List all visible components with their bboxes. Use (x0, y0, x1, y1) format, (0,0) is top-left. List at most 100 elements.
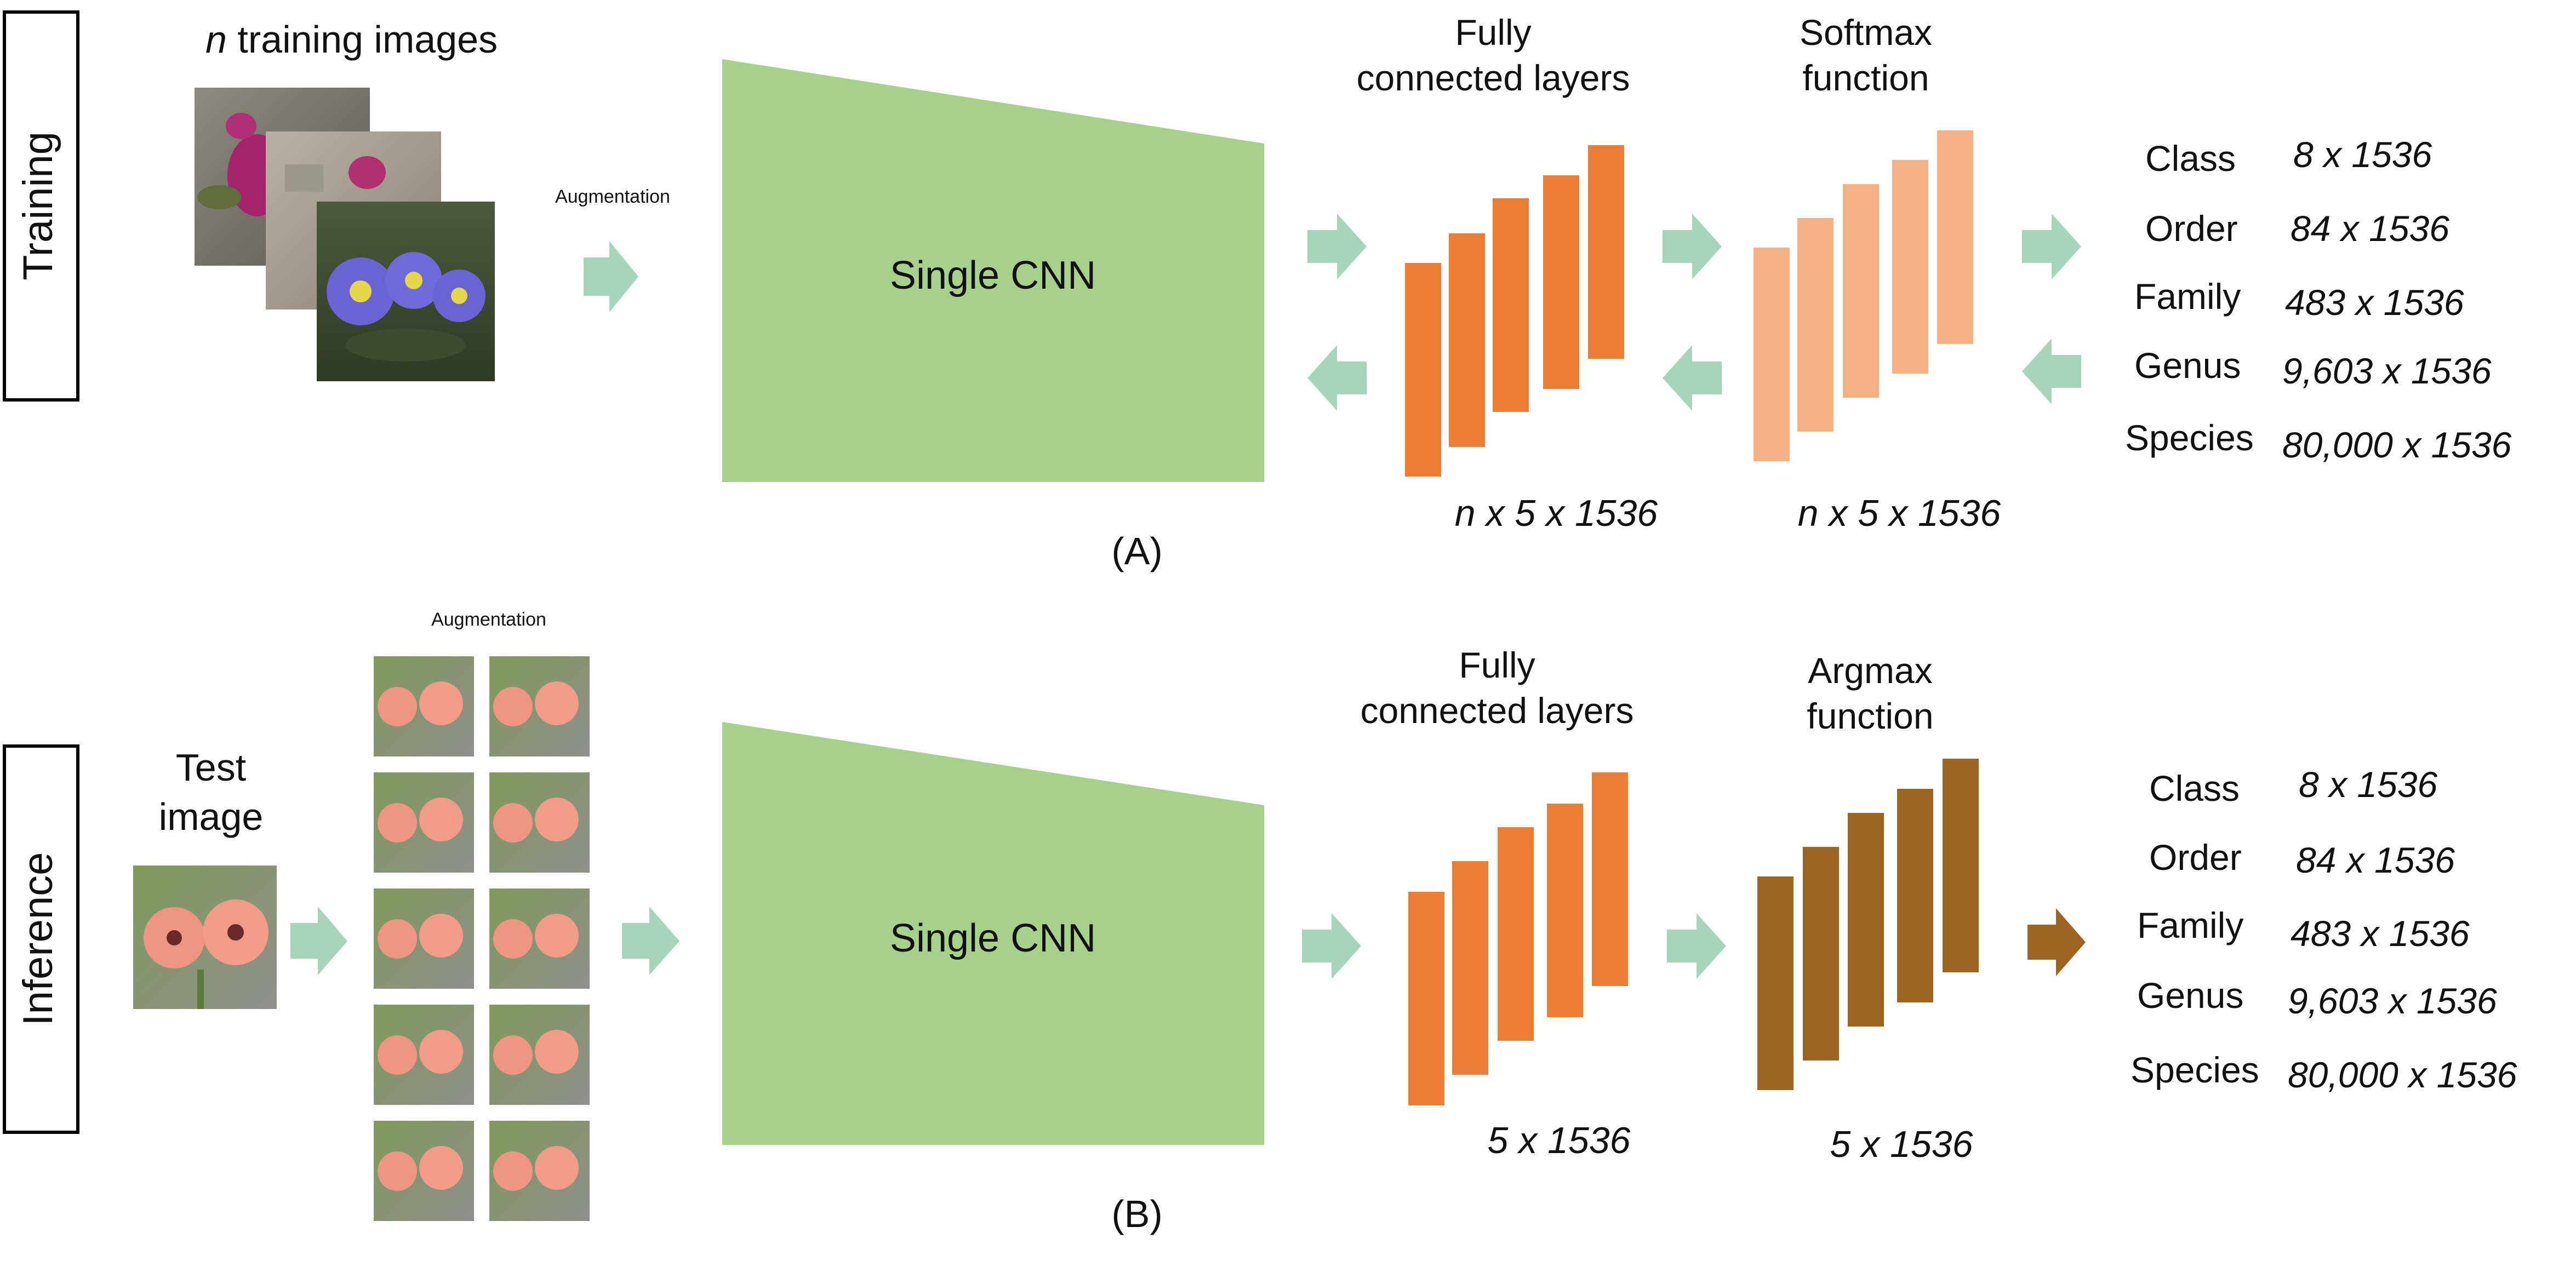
argmax-bar-4 (1897, 789, 1933, 1002)
training-cnn-block (722, 59, 1264, 482)
augmented-image (374, 772, 474, 873)
training-arrow-forward-3 (2022, 214, 2081, 279)
training-softmax-title-line2: function (1802, 58, 1929, 98)
training-output-class-label: Class (2145, 138, 2236, 179)
training-arrow-forward-1 (1307, 214, 1367, 279)
augmented-image (489, 656, 590, 756)
augmented-image (374, 889, 474, 989)
inference-fc-bar-3 (1498, 827, 1534, 1041)
training-fc-bar-2 (1449, 233, 1485, 447)
inference-output-family-label: Family (2137, 905, 2243, 945)
training-arrow-back-3 (2022, 339, 2081, 404)
training-softmax-bar-2 (1797, 218, 1834, 432)
training-output-genus-label: Genus (2134, 345, 2241, 386)
inference-fc-bar-5 (1592, 772, 1628, 986)
training-output-species-dims: 80,000 x 1536 (2282, 425, 2512, 465)
inference-output-species-dims: 80,000 x 1536 (2288, 1054, 2517, 1095)
argmax-bar-3 (1848, 813, 1884, 1027)
inference-output-order-dims: 84 x 1536 (2296, 840, 2455, 880)
inference-augmentation-label: Augmentation (431, 609, 546, 630)
inference-output-genus-dims: 9,603 x 1536 (2288, 981, 2497, 1021)
training-side-label: Training (15, 131, 61, 280)
training-side-box (3, 10, 79, 402)
inference-arrow-to-outputs (2027, 908, 2086, 976)
augmented-image (374, 656, 474, 756)
training-photo-3 (317, 202, 495, 381)
augmented-image-grid (374, 656, 590, 1221)
training-image-stack (195, 88, 495, 381)
training-output-class-dims: 8 x 1536 (2293, 134, 2432, 175)
argmax-bar-5 (1943, 759, 1979, 972)
training-output-genus-dims: 9,603 x 1536 (2282, 351, 2492, 391)
inference-arrow-to-augmentation (290, 907, 347, 975)
inference-panel-label: (B) (1111, 1193, 1162, 1235)
training-output-family-label: Family (2134, 276, 2241, 317)
augmented-image (489, 889, 590, 989)
training-softmax-bar-4 (1892, 160, 1928, 374)
inference-cnn-block (722, 722, 1264, 1145)
training-panel-label: (A) (1111, 530, 1162, 572)
argmax-bar-2 (1803, 847, 1839, 1061)
inference-fc-bar-4 (1547, 804, 1583, 1017)
training-augmentation-label: Augmentation (555, 186, 670, 207)
inference-arrow-to-cnn (622, 907, 679, 975)
argmax-dims: 5 x 1536 (1830, 1124, 1973, 1165)
training-arrow-to-cnn (584, 241, 638, 312)
inference-output-family-dims: 483 x 1536 (2291, 913, 2470, 954)
training-output-family-dims: 483 x 1536 (2285, 282, 2464, 323)
argmax-title-line1: Argmax (1808, 650, 1932, 691)
argmax-bar-1 (1757, 876, 1794, 1090)
inference-fc-bar-2 (1452, 861, 1488, 1075)
training-fc-dims: n x 5 x 1536 (1455, 492, 1658, 534)
training-softmax-bar-1 (1753, 248, 1790, 461)
inference-arrow-to-argmax (1667, 913, 1726, 979)
training-softmax-title-line1: Softmax (1800, 12, 1932, 53)
training-fc-layers (1405, 145, 1624, 477)
inference-arrow-to-fc (1302, 913, 1361, 979)
augmented-image (489, 772, 590, 873)
training-arrow-forward-2 (1663, 214, 1722, 279)
training-softmax-dims: n x 5 x 1536 (1798, 492, 2001, 534)
inference-side-box (3, 744, 79, 1134)
augmented-image (374, 1121, 474, 1221)
argmax-layers (1757, 759, 1979, 1090)
inference-output-list: Class 8 x 1536 Order 84 x 1536 Family 48… (2131, 764, 2517, 1095)
training-fc-title-line1: Fully (1455, 12, 1531, 53)
inference-panel: Inference Test image Augmentation (3, 609, 2517, 1235)
training-fc-title-line2: connected layers (1357, 58, 1630, 98)
test-image-label-line2: image (159, 795, 264, 838)
training-fc-bar-1 (1405, 263, 1441, 477)
training-fc-bar-4 (1543, 175, 1579, 389)
training-softmax-bar-3 (1843, 184, 1879, 398)
test-image (133, 865, 277, 1009)
inference-fc-dims: 5 x 1536 (1488, 1120, 1631, 1161)
augmented-image (489, 1121, 590, 1221)
argmax-title-line2: function (1807, 696, 1933, 736)
inference-output-species-label: Species (2131, 1050, 2259, 1090)
training-images-title: n training images (205, 18, 498, 61)
training-softmax-layers (1753, 130, 1973, 461)
training-arrow-back-2 (1663, 345, 1722, 411)
inference-fc-title-line1: Fully (1459, 645, 1535, 685)
inference-output-order-label: Order (2149, 837, 2242, 878)
training-output-order-label: Order (2145, 208, 2238, 249)
augmented-image (489, 1005, 590, 1105)
augmented-image (374, 1005, 474, 1105)
inference-fc-bar-1 (1408, 892, 1444, 1105)
inference-output-class-label: Class (2149, 768, 2240, 809)
inference-output-genus-label: Genus (2137, 975, 2243, 1016)
training-fc-bar-3 (1493, 198, 1529, 412)
training-fc-bar-5 (1588, 145, 1624, 359)
inference-fc-title-line2: connected layers (1361, 690, 1634, 731)
training-output-species-label: Species (2125, 417, 2254, 458)
training-output-list: Class 8 x 1536 Order 84 x 1536 Family 48… (2125, 134, 2512, 465)
inference-fc-layers (1408, 772, 1628, 1105)
training-softmax-bar-5 (1937, 130, 1973, 344)
test-image-label-line1: Test (176, 746, 246, 789)
training-cnn-label: Single CNN (890, 254, 1096, 297)
training-output-order-dims: 84 x 1536 (2291, 208, 2449, 249)
inference-cnn-label: Single CNN (890, 916, 1096, 960)
inference-output-class-dims: 8 x 1536 (2299, 764, 2437, 805)
training-arrow-back-1 (1307, 345, 1367, 411)
